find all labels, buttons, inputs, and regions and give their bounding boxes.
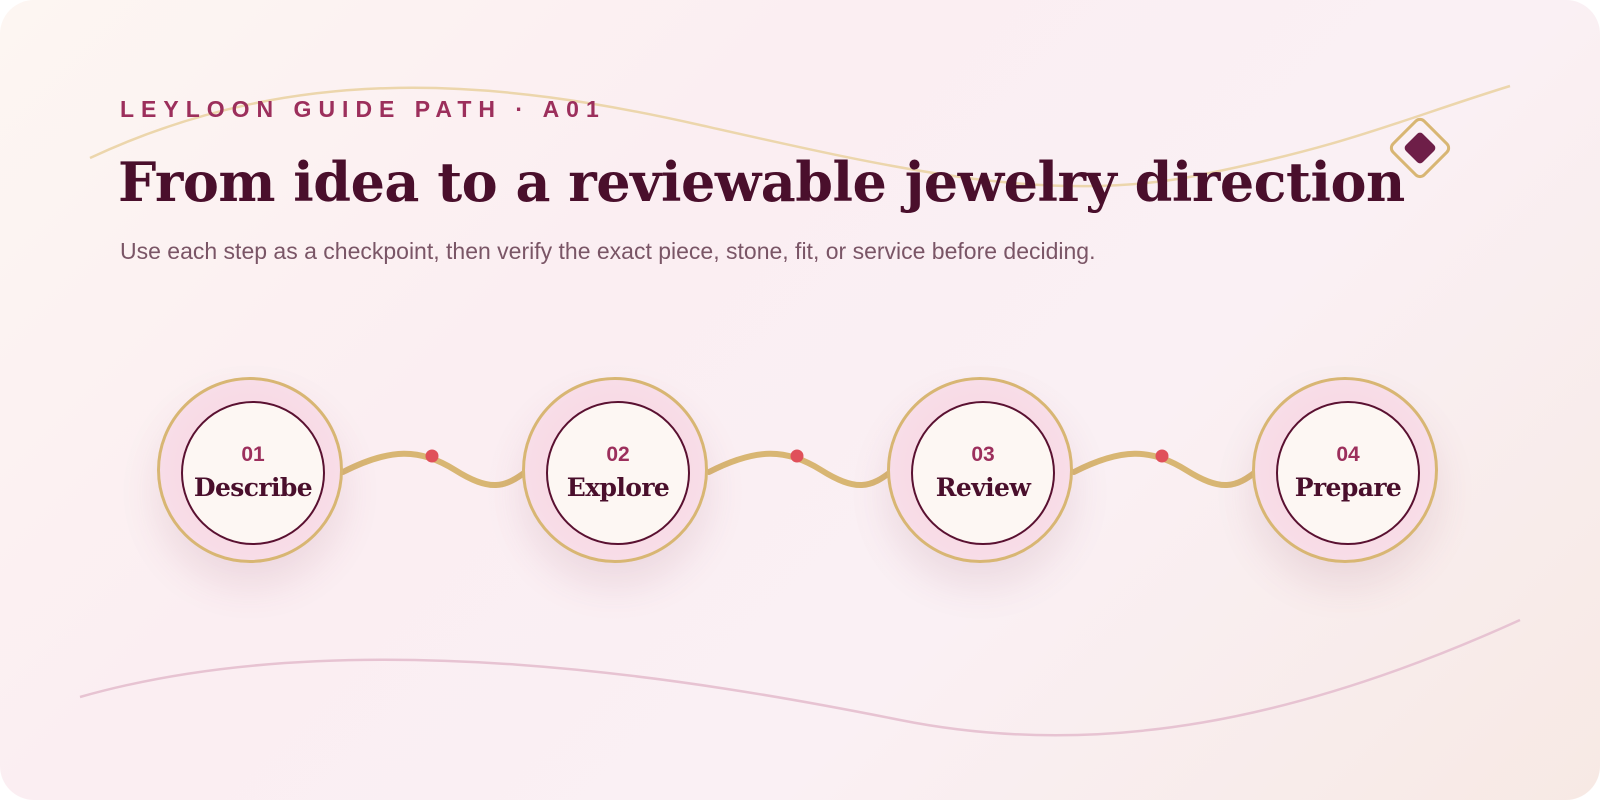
step-number: 03 bbox=[971, 443, 995, 466]
step-label: Describe bbox=[193, 473, 313, 502]
connector-dot-2 bbox=[790, 449, 804, 463]
step-label: Review bbox=[935, 473, 1031, 502]
diamond-icon bbox=[1389, 117, 1451, 179]
step-inner-circle: 04 Prepare bbox=[1276, 401, 1420, 545]
eyebrow-label: LEYLOON GUIDE PATH · A01 bbox=[120, 96, 606, 122]
connector-dot-1 bbox=[425, 449, 439, 463]
step-inner-circle: 01 Describe bbox=[181, 401, 325, 545]
connector-dot-3 bbox=[1155, 449, 1169, 463]
page-subtitle: Use each step as a checkpoint, then veri… bbox=[120, 238, 1096, 264]
connector-2-3 bbox=[706, 450, 896, 488]
step-label: Explore bbox=[566, 473, 670, 502]
step-label: Prepare bbox=[1294, 473, 1402, 502]
step-describe: 01 Describe bbox=[157, 377, 343, 563]
step-number: 04 bbox=[1336, 443, 1360, 466]
step-inner-circle: 03 Review bbox=[911, 401, 1055, 545]
connector-3-4 bbox=[1071, 450, 1261, 488]
step-inner-circle: 02 Explore bbox=[546, 401, 690, 545]
top-gold-wave bbox=[89, 84, 1511, 188]
step-number: 01 bbox=[241, 443, 265, 466]
page-title: From idea to a reviewable jewelry direct… bbox=[118, 150, 1405, 214]
step-review: 03 Review bbox=[887, 377, 1073, 563]
step-explore: 02 Explore bbox=[522, 377, 708, 563]
bottom-pink-wave bbox=[79, 618, 1521, 737]
step-prepare: 04 Prepare bbox=[1252, 377, 1438, 563]
connector-1-2 bbox=[340, 450, 531, 488]
step-number: 02 bbox=[606, 443, 630, 466]
